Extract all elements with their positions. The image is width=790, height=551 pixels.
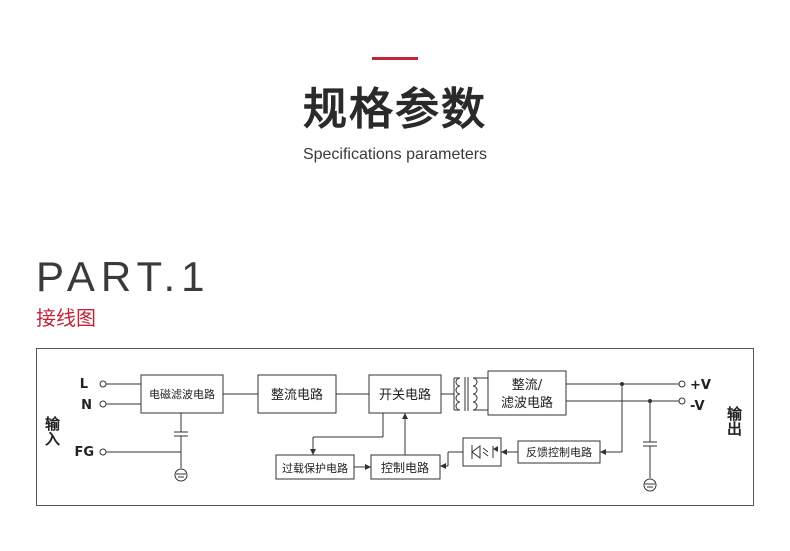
rectifier-block xyxy=(257,374,337,414)
terminal-minus-icon xyxy=(678,397,686,405)
output-label: 输出 xyxy=(725,405,743,437)
terminal-FG-icon xyxy=(99,448,107,456)
input-label: 输入 xyxy=(43,415,61,446)
transformer-icon xyxy=(441,377,489,411)
emi-filter-block xyxy=(140,374,224,414)
page-subtitle: Specifications parameters xyxy=(302,146,488,163)
switching-label: 开关电路 xyxy=(379,387,431,403)
output-rectifier-label-2: 滤波电路 xyxy=(501,395,553,411)
ground-icon-input xyxy=(174,468,188,482)
control-label: 控制电路 xyxy=(381,460,429,475)
diagram-frame xyxy=(36,348,754,506)
terminal-FG-label: FG xyxy=(74,445,94,460)
optocoupler-icon xyxy=(462,437,502,467)
output-rectifier-label-1: 整流/ xyxy=(512,378,543,393)
terminal-N-icon xyxy=(99,400,107,408)
terminal-L-label: L xyxy=(80,377,88,392)
emi-filter-label: 电磁滤波电路 xyxy=(149,388,215,401)
feedback-control-label: 反馈控制电路 xyxy=(526,445,592,459)
page-title: 规格参数 xyxy=(303,84,487,135)
terminal-plus-icon xyxy=(678,380,686,388)
terminal-L-icon xyxy=(99,380,107,388)
overload-protection-label: 过载保护电路 xyxy=(282,461,348,475)
part-number: PART.1 xyxy=(36,253,211,300)
title-accent-bar xyxy=(372,57,418,60)
rectifier-label: 整流电路 xyxy=(271,387,323,403)
terminal-minus-label: -V xyxy=(690,399,705,414)
input-label-text: 输入 xyxy=(43,415,61,446)
ground-icon-output xyxy=(643,478,657,492)
wiring-diagram: L N FG 输入 电磁滤波电路 整流电路 开关电路 xyxy=(36,348,754,506)
output-rectifier-block xyxy=(487,370,567,416)
terminal-N-label: N xyxy=(81,398,92,413)
output-label-text: 输出 xyxy=(725,405,743,437)
section-heading: 接线图 xyxy=(36,306,96,330)
terminal-plus-label: +V xyxy=(690,378,711,393)
